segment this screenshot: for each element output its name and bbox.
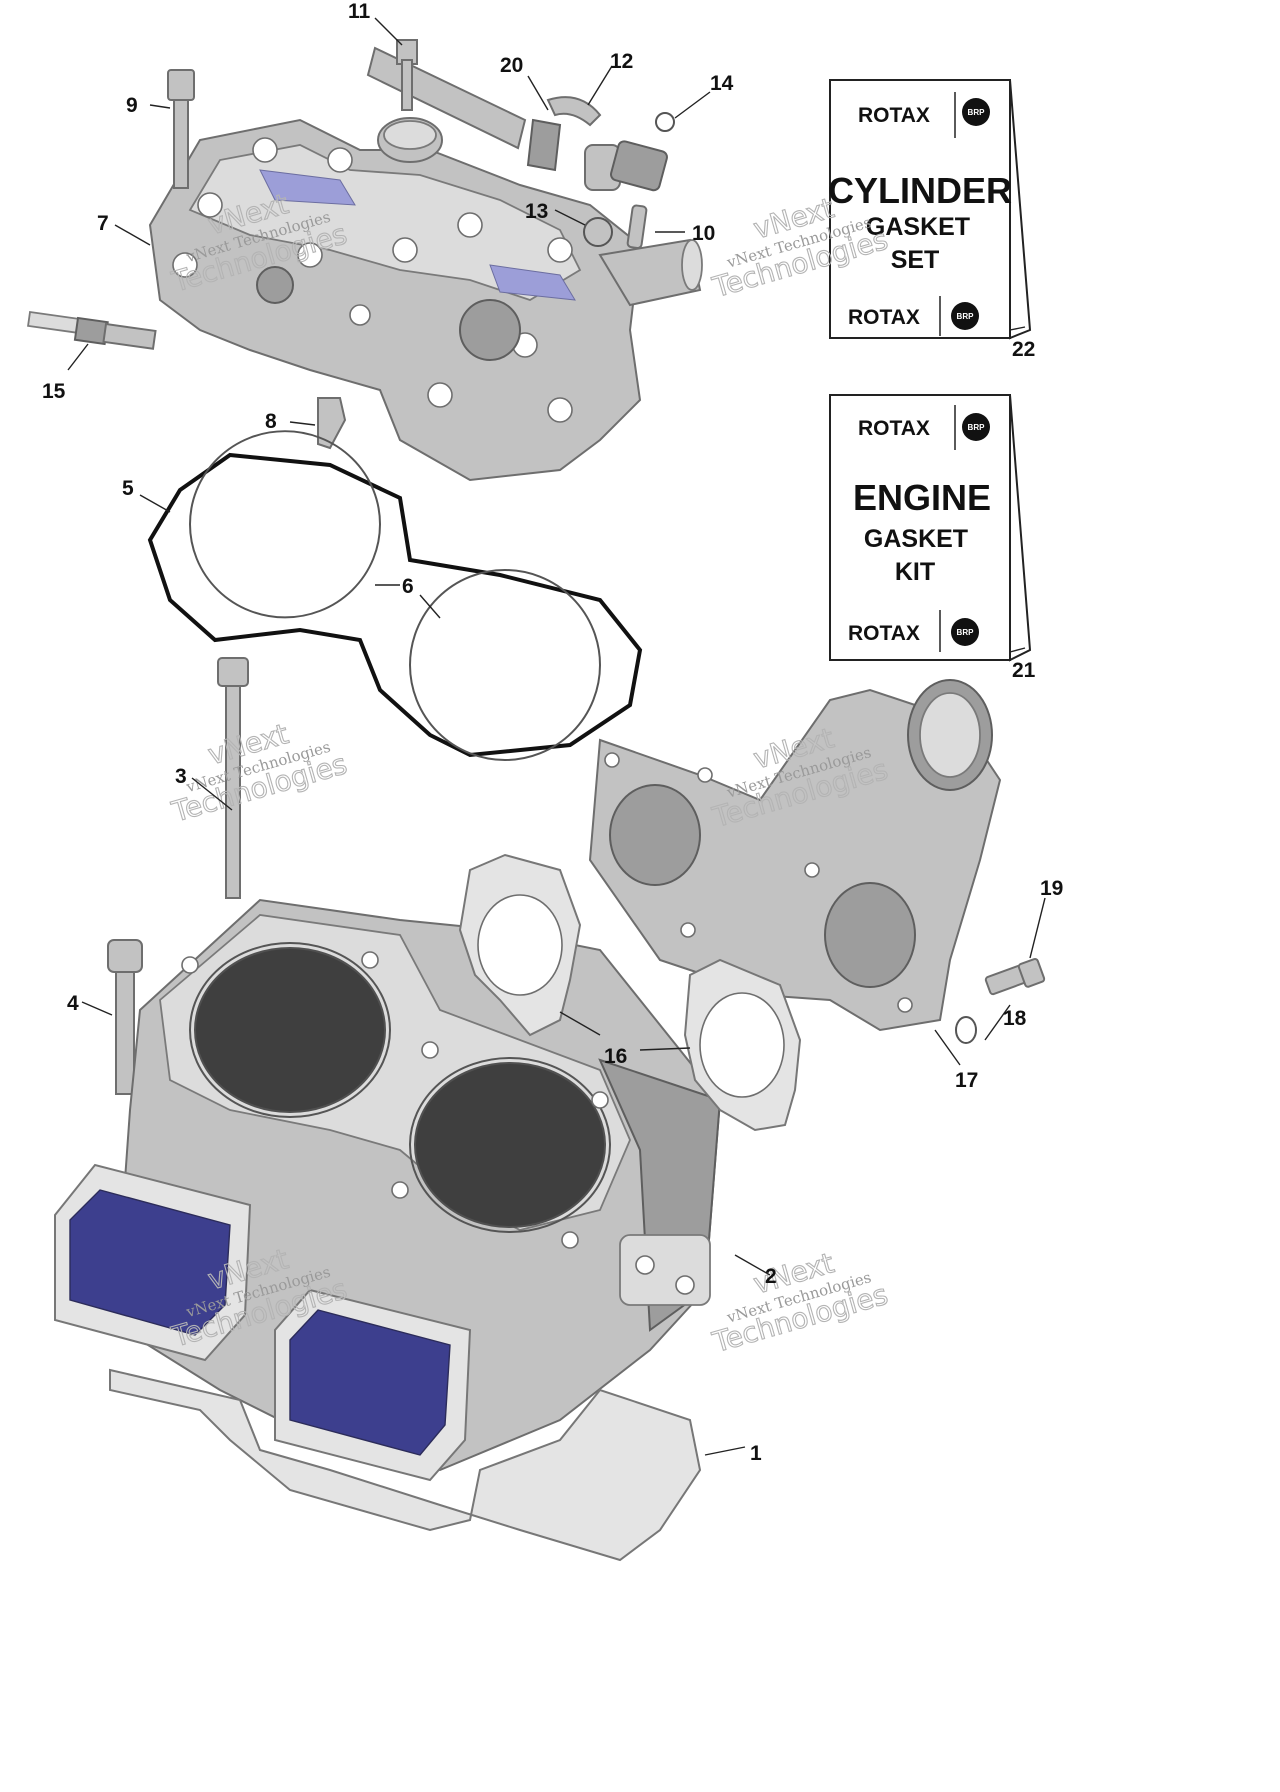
callout-18: 18 [1003,1007,1027,1030]
cylinder-block [118,898,722,1472]
callout-3: 3 [175,765,187,788]
brp-logo: BRP [957,312,975,321]
callout-14: 14 [710,72,734,95]
callout-16: 16 [604,1045,627,1068]
short-cylinder-bolt [107,939,143,1095]
kit-line-3: KIT [895,558,935,586]
callout-10: 10 [692,222,715,245]
watermark: vNext Technologies vNext Technologies [708,1246,892,1360]
callout-19: 19 [1040,877,1063,900]
brp-logo: BRP [957,628,975,637]
callout-17: 17 [955,1069,978,1092]
callout-13: 13 [525,200,548,223]
callout-11: 11 [348,0,371,23]
kit-brand-top: ROTAX [858,417,930,440]
base-gasket [109,1368,702,1562]
kit-line-3: SET [891,246,940,274]
kit-title: ENGINE [853,477,991,518]
hose-fitting [626,204,648,250]
callout-15: 15 [42,380,66,403]
kit-title: CYLINDER [828,170,1012,211]
exhaust-gasket-lower-port [699,992,785,1098]
leader-lines [67,17,1046,1456]
callout-4: 4 [67,992,79,1015]
sensor-connector [584,112,675,192]
reed-valve-right [274,1288,472,1482]
exhaust-gasket-upper-port [477,894,563,996]
kit-brand-bottom: ROTAX [848,622,920,645]
sealing-washer [583,217,613,247]
callout-7: 7 [97,212,109,235]
callout-1: 1 [750,1442,762,1465]
callout-9: 9 [126,94,138,117]
callout-8: 8 [265,410,277,433]
callout-5: 5 [122,477,134,500]
head-o-ring [147,452,643,758]
callout-22: 22 [1012,338,1035,361]
top-bracket [366,39,527,163]
elbow-fitting [317,397,347,450]
engine-gasket-kit: ROTAX BRP ENGINE GASKET KIT ROTAX BRP [829,394,1032,662]
combustion-ring-left [189,430,381,619]
long-cylinder-bolt [217,657,249,899]
brp-logo: BRP [968,108,986,117]
callout-21: 21 [1012,659,1036,682]
callouts: 11 20 12 14 9 7 13 10 15 8 5 6 3 4 16 17… [42,0,1063,1465]
kit-line-2: GASKET [864,525,968,553]
callout-20: 20 [500,54,523,77]
manifold-washer [955,1016,977,1044]
callout-12: 12 [610,50,633,73]
reed-valve-left [54,1163,252,1362]
manifold-bolt [984,958,1046,996]
kit-brand-top: ROTAX [858,104,930,127]
spark-plug [27,310,157,350]
callout-2: 2 [765,1265,777,1288]
brp-logo: BRP [968,423,986,432]
exhaust-manifold [588,679,1002,1032]
head-bolt [167,69,195,189]
cylinder-head [148,118,703,482]
temperature-sensor [526,96,602,172]
kit-line-2: GASKET [866,213,970,241]
kit-brand-bottom: ROTAX [848,306,920,329]
combustion-ring-right [409,569,601,761]
cylinder-gasket-set-kit: ROTAX BRP CYLINDER GASKET SET ROTAX BRP [828,79,1032,340]
callout-6: 6 [402,575,414,598]
